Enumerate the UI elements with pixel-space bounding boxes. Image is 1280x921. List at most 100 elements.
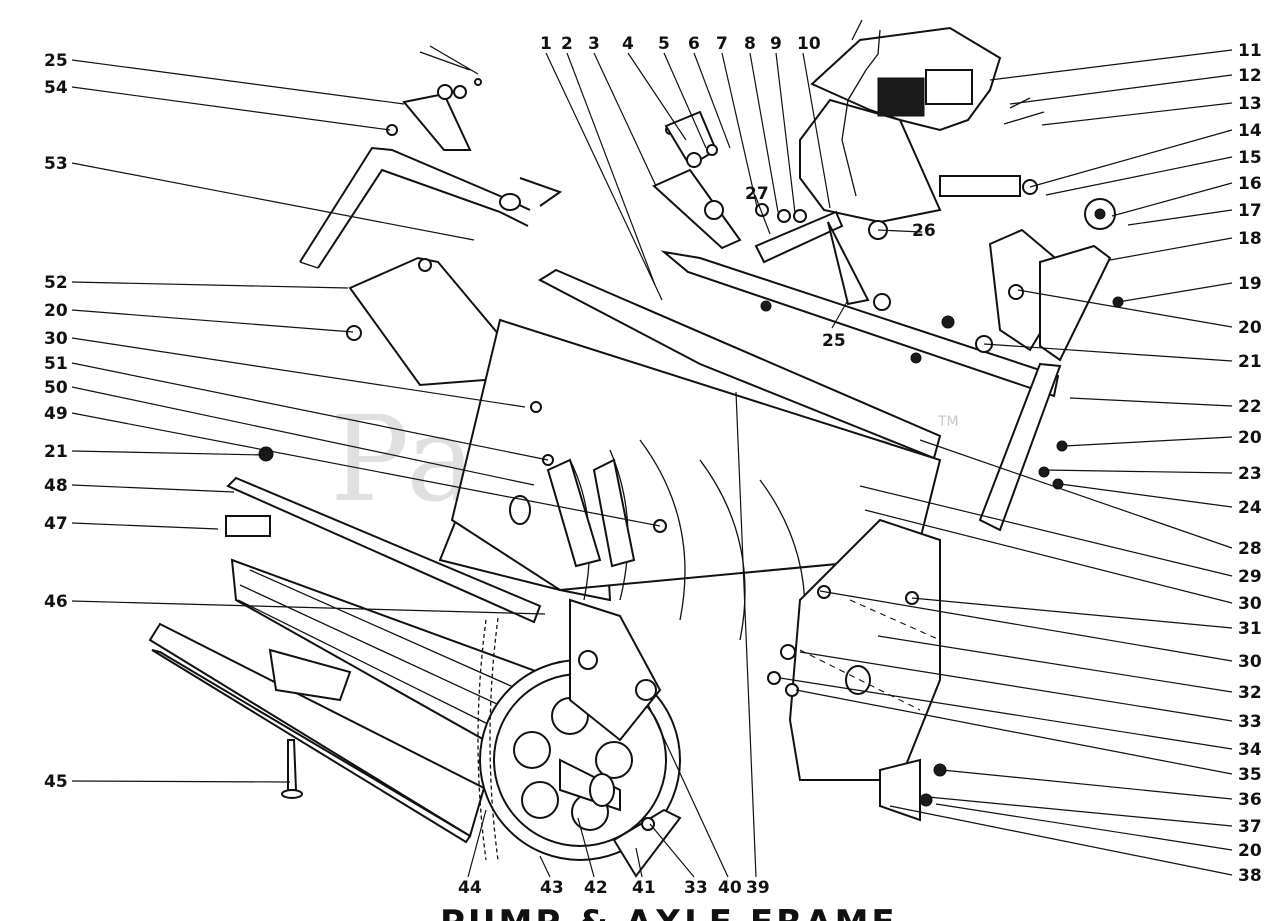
callout-number: 22: [1238, 397, 1262, 417]
callout-2: 2: [561, 34, 656, 286]
skid-plate: [148, 622, 486, 844]
callout-number: 25: [44, 51, 68, 71]
leader-line: [735, 391, 757, 878]
callout-number: 45: [44, 772, 68, 792]
leader-line: [983, 343, 1233, 362]
callout-number: 14: [1238, 121, 1262, 141]
leader-line: [1043, 469, 1233, 474]
callout-number: 50: [44, 378, 68, 398]
callout-25: 25: [822, 299, 849, 351]
callout-36: 36: [941, 769, 1262, 810]
callout-number: 41: [632, 878, 656, 898]
callout-47: 47: [44, 514, 219, 534]
leader-line: [831, 299, 849, 329]
leader-line: [647, 703, 729, 878]
leader-line: [71, 162, 475, 241]
callout-number: 39: [746, 878, 770, 898]
leader-line: [693, 52, 731, 149]
callout-22: 22: [1069, 397, 1262, 417]
leader-line: [819, 590, 1233, 662]
callout-5: 5: [658, 34, 707, 149]
callout-number: 15: [1238, 148, 1262, 168]
callout-number: 21: [44, 442, 68, 462]
leader-line: [71, 386, 535, 486]
callout-number: 10: [797, 34, 821, 54]
callout-number: 53: [44, 154, 68, 174]
leader-line: [71, 412, 661, 527]
callout-33: 33: [649, 823, 708, 898]
callout-11: 11: [989, 41, 1262, 81]
top-bracket: [386, 45, 482, 151]
leader-line: [71, 600, 546, 615]
callout-40: 40: [647, 703, 742, 898]
callout-23: 23: [1043, 464, 1262, 484]
callout-number: 4: [622, 34, 634, 54]
callout-26: 26: [877, 221, 936, 241]
leader-line: [877, 635, 1233, 693]
callout-number: 17: [1238, 201, 1262, 221]
leader-line: [889, 805, 1233, 876]
leader-line: [71, 59, 405, 105]
leader-line: [71, 362, 549, 461]
callout-21: 21: [44, 442, 266, 462]
callout-number: 40: [718, 878, 742, 898]
callout-number: 7: [716, 34, 728, 54]
leader-line: [71, 780, 291, 783]
leader-line: [566, 52, 656, 286]
callout-50: 50: [44, 378, 535, 486]
callout-7: 7: [716, 34, 758, 208]
engine: [799, 19, 1116, 230]
leader-line: [1017, 289, 1233, 328]
scraper-bar: [225, 446, 562, 762]
callout-30: 30: [819, 590, 1262, 672]
callout-29: 29: [859, 485, 1262, 587]
leader-line: [1063, 436, 1233, 447]
leader-line: [911, 597, 1233, 629]
leader-line: [795, 689, 1233, 775]
callout-number: 30: [44, 329, 68, 349]
leader-line: [989, 49, 1233, 81]
callout-number: 37: [1238, 817, 1262, 837]
callout-number: 30: [1238, 652, 1262, 672]
callout-8: 8: [744, 34, 779, 213]
callout-number: 13: [1238, 94, 1262, 114]
leader-line: [1109, 237, 1233, 261]
leader-line: [71, 522, 219, 530]
callout-44: 44: [458, 809, 487, 898]
callout-18: 18: [1109, 229, 1262, 261]
callout-12: 12: [1009, 66, 1262, 105]
callout-24: 24: [1059, 483, 1262, 518]
leader-line: [635, 847, 643, 878]
leader-line: [1041, 102, 1233, 126]
leader-line: [775, 52, 796, 214]
leader-line: [1127, 209, 1233, 226]
leader-line: [593, 52, 657, 187]
callout-49: 49: [44, 404, 661, 527]
callout-number: 47: [44, 514, 68, 534]
top-frame-rail: [537, 250, 1060, 460]
leader-line: [71, 484, 235, 493]
leader-line: [545, 52, 663, 301]
callout-number: 20: [1238, 318, 1262, 338]
callout-17: 17: [1127, 201, 1262, 226]
leader-line: [802, 52, 831, 209]
drawing: [148, 19, 1124, 878]
callout-number: 38: [1238, 866, 1262, 886]
callout-number: 20: [1238, 841, 1262, 861]
leader-line: [1009, 74, 1233, 105]
callout-20: 20: [44, 301, 354, 333]
leader-line: [467, 809, 487, 878]
leader-line: [919, 439, 1233, 549]
auger-housing: [438, 318, 942, 661]
right-side-plates: [978, 228, 1124, 532]
drive-linkage: [652, 110, 891, 311]
callout-31: 31: [911, 597, 1262, 639]
callout-number: 46: [44, 592, 68, 612]
callout-number: 27: [745, 184, 769, 204]
callout-25: 25: [44, 51, 405, 105]
leader-line: [539, 855, 551, 878]
callout-number: 33: [684, 878, 708, 898]
callout-32: 32: [877, 635, 1262, 703]
leader-line: [577, 817, 595, 878]
